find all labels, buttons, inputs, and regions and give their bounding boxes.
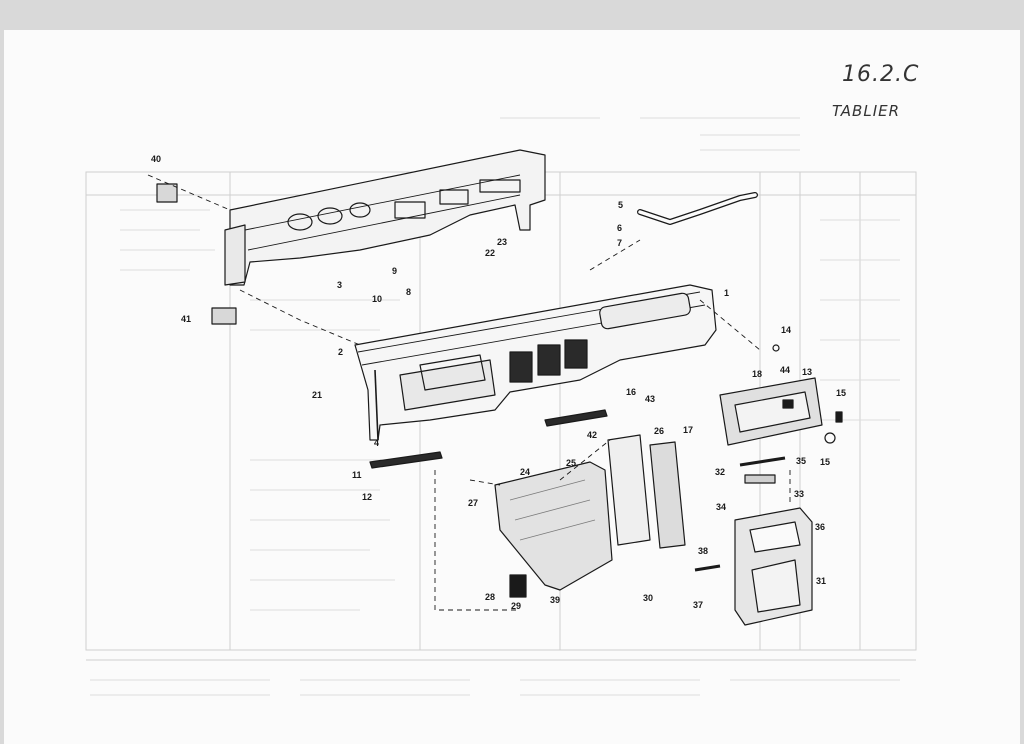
- handwritten-sheet-reference: 16.2.C: [842, 62, 920, 87]
- callout: 18: [752, 369, 762, 379]
- callout: 2: [338, 347, 343, 357]
- callout: 40: [151, 154, 161, 164]
- callout: 9: [392, 266, 397, 276]
- callout: 14: [781, 325, 791, 335]
- part-drawings: [147, 149, 843, 626]
- callout: 29: [511, 601, 521, 611]
- callout: 23: [497, 237, 507, 247]
- callout: 37: [693, 600, 703, 610]
- callout: 38: [698, 546, 708, 556]
- callout: 13: [802, 367, 812, 377]
- callout: 42: [587, 430, 597, 440]
- callout-labels: 1 2 3 4 5 6 7 8 9 10 11 12 13 14 15 15 1…: [151, 154, 846, 611]
- side-trim-26: [649, 441, 686, 549]
- callout: 43: [645, 394, 655, 404]
- callout: 33: [794, 489, 804, 499]
- callout: 32: [715, 467, 725, 477]
- lower-dash-strip: [369, 451, 443, 469]
- callout: 24: [520, 467, 530, 477]
- callout: 3: [337, 280, 342, 290]
- callout: 21: [312, 390, 322, 400]
- callout: 16: [626, 387, 636, 397]
- upper-dashboard-frame: [229, 149, 546, 286]
- handwritten-sheet-name: TABLIER: [832, 102, 901, 120]
- callout: 8: [406, 287, 411, 297]
- callout: 15: [820, 457, 830, 467]
- callout: 12: [362, 492, 372, 502]
- callout: 11: [352, 470, 362, 480]
- callout: 27: [468, 498, 478, 508]
- callout: 31: [816, 576, 826, 586]
- callout: 41: [181, 314, 191, 324]
- callout: 15: [836, 388, 846, 398]
- callout: 17: [683, 425, 693, 435]
- callout: 36: [815, 522, 825, 532]
- callout: 5: [618, 200, 623, 210]
- callout: 6: [617, 223, 622, 233]
- bezel-41: [211, 307, 237, 325]
- callout: 22: [485, 248, 495, 258]
- callout: 25: [566, 458, 576, 468]
- callout: 44: [780, 365, 790, 375]
- callout: 10: [372, 294, 382, 304]
- callout: 1: [724, 288, 729, 298]
- callout: 39: [550, 595, 560, 605]
- callout: 35: [796, 456, 806, 466]
- bezel-40: [156, 183, 178, 203]
- callout: 26: [654, 426, 664, 436]
- callout: 34: [716, 502, 726, 512]
- callout: 28: [485, 592, 495, 602]
- callout: 30: [643, 593, 653, 603]
- callout: 4: [374, 438, 379, 448]
- callout: 7: [617, 238, 622, 248]
- left-console-panel: [494, 461, 613, 591]
